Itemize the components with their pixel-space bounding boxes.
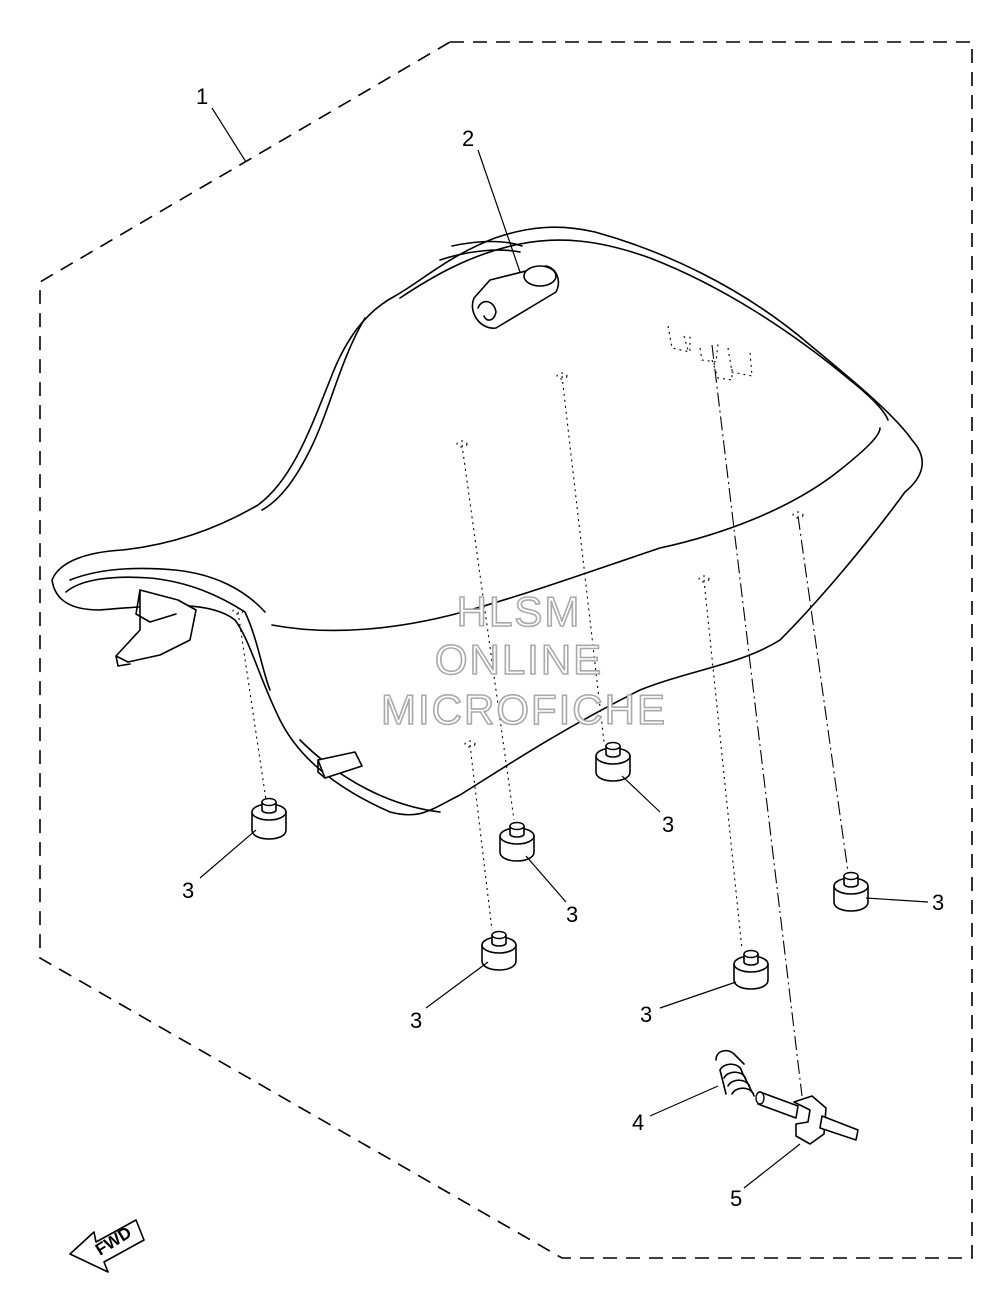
watermark-line-3: MICROFICHE: [381, 686, 667, 733]
damper-3b[interactable]: [499, 821, 535, 862]
damper-3c[interactable]: [595, 741, 631, 782]
lock-pin-part-5[interactable]: [755, 1091, 859, 1145]
assembly-border: [39, 41, 973, 1259]
callout-2: 2: [462, 126, 474, 151]
projection-lines: [232, 344, 849, 1097]
callout-3-right: 3: [932, 890, 944, 915]
damper-3d[interactable]: [481, 930, 517, 971]
damper-3e[interactable]: [733, 949, 769, 990]
leader-lines: [199, 107, 929, 1189]
damper-3a[interactable]: [251, 797, 287, 840]
callout-3-upper: 3: [662, 812, 674, 837]
watermark-line-1: HLSM: [457, 588, 582, 635]
callout-3-left: 3: [182, 878, 194, 903]
watermark-line-2: ONLINE: [435, 636, 603, 683]
forward-arrow-icon: FWD: [69, 1219, 145, 1273]
callout-4: 4: [632, 1110, 644, 1135]
callout-3-lower-left: 3: [410, 1008, 422, 1033]
seat[interactable]: [51, 226, 923, 816]
seat-grip-part-2[interactable]: [471, 265, 560, 329]
callout-1: 1: [196, 84, 208, 109]
callout-5: 5: [730, 1186, 742, 1211]
callout-3-center: 3: [566, 902, 578, 927]
spring-part-4[interactable]: [715, 1049, 755, 1097]
callout-3-lower-right: 3: [640, 1002, 652, 1027]
watermark: HLSM ONLINE MICROFICHE: [380, 587, 667, 734]
damper-3f[interactable]: [833, 871, 869, 912]
